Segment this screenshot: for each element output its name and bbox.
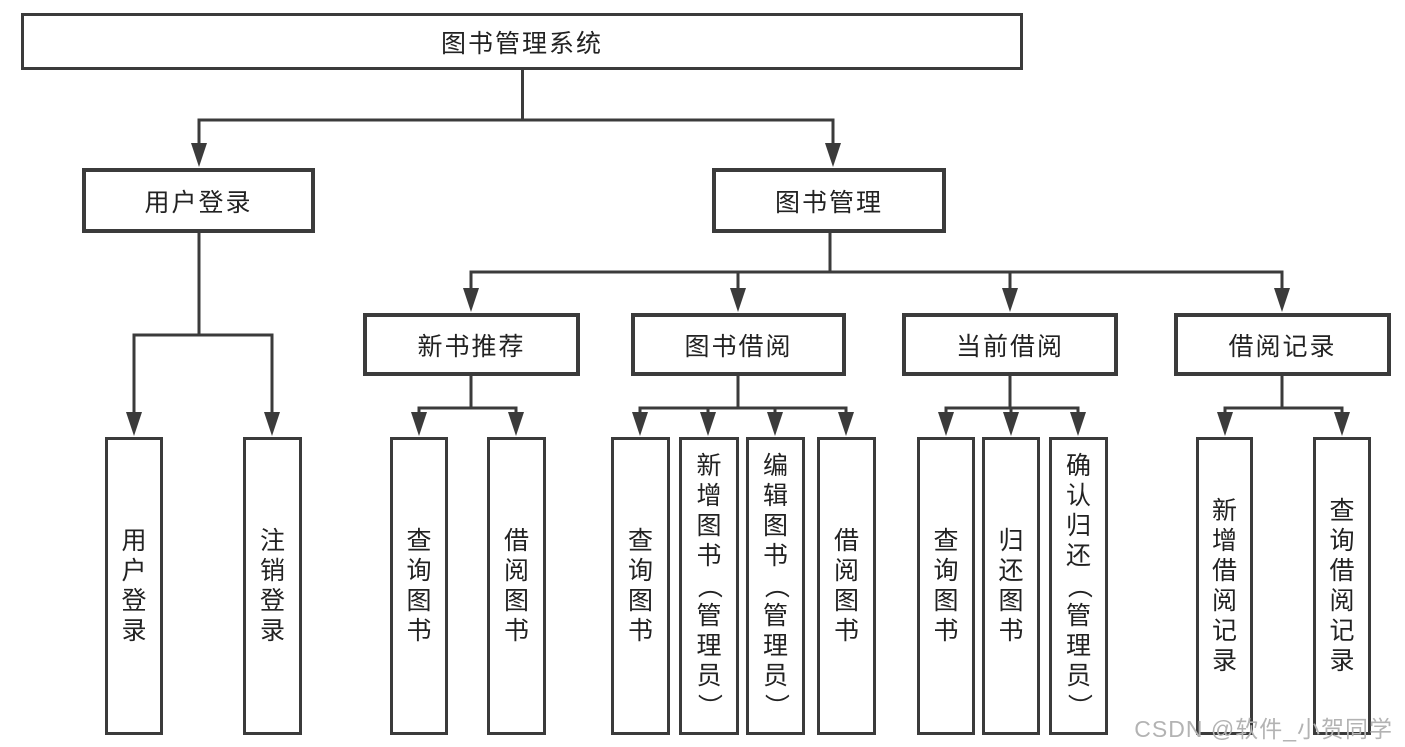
arrowhead-down-icon (838, 412, 854, 436)
node-leaf-query-books-2: 查询图书 (611, 437, 670, 735)
arrowhead-down-icon (938, 412, 954, 436)
node-leaf-add-books-admin: 新增图书（管理员） (679, 437, 739, 735)
arrowhead-down-icon (1334, 412, 1350, 436)
arrowhead-down-icon (463, 288, 479, 312)
arrowhead-down-icon (1217, 412, 1233, 436)
node-label: 图书管理 (774, 188, 883, 217)
node-leaf-borrow-books-1: 借阅图书 (487, 437, 546, 735)
node-label: 编辑图书（管理员） (761, 452, 790, 719)
arrowhead-down-icon (411, 412, 427, 436)
node-leaf-query-borrow-record: 查询借阅记录 (1313, 437, 1371, 735)
node-label: 新增借阅记录 (1211, 497, 1237, 675)
arrowhead-down-icon (191, 143, 207, 167)
node-label: 图书管理系统 (440, 29, 603, 58)
arrowhead-down-icon (1002, 288, 1018, 312)
node-label: 新书推荐 (417, 332, 526, 361)
node-label: 查询图书 (933, 527, 959, 645)
node-label: 借阅图书 (503, 527, 529, 645)
node-leaf-borrow-books-2: 借阅图书 (817, 437, 876, 735)
node-leaf-logout: 注销登录 (243, 437, 302, 735)
connector-user-login-children (126, 231, 280, 436)
arrowhead-down-icon (1003, 412, 1019, 436)
node-book-borrowing: 图书借阅 (631, 313, 846, 376)
node-leaf-user-login: 用户登录 (105, 437, 163, 735)
connector-root-to-level1 (191, 68, 841, 167)
node-label: 借阅图书 (833, 527, 859, 645)
node-label: 查询借阅记录 (1329, 497, 1355, 675)
node-label: 当前借阅 (955, 332, 1064, 361)
node-leaf-edit-books-admin: 编辑图书（管理员） (746, 437, 805, 735)
node-label: 图书借阅 (684, 332, 793, 361)
arrowhead-down-icon (1274, 288, 1290, 312)
node-borrowing-records: 借阅记录 (1174, 313, 1391, 376)
connector-book-borrowing-children (632, 374, 854, 436)
arrowhead-down-icon (700, 412, 716, 436)
arrowhead-down-icon (767, 412, 783, 436)
node-current-borrowing: 当前借阅 (902, 313, 1118, 376)
node-user-login: 用户登录 (82, 168, 315, 233)
node-label: 注销登录 (259, 527, 285, 645)
node-leaf-query-books-1: 查询图书 (390, 437, 448, 735)
node-label: 归还图书 (998, 527, 1024, 645)
node-label: 查询图书 (627, 527, 653, 645)
node-leaf-add-borrow-record: 新增借阅记录 (1196, 437, 1253, 735)
node-book-management: 图书管理 (712, 168, 946, 233)
node-leaf-confirm-return-admin: 确认归还（管理员） (1049, 437, 1108, 735)
node-label: 确认归还（管理员） (1064, 452, 1093, 719)
node-root-library-system: 图书管理系统 (21, 13, 1023, 70)
arrowhead-down-icon (632, 412, 648, 436)
node-label: 新增图书（管理员） (695, 452, 723, 719)
arrowhead-down-icon (126, 412, 142, 436)
arrowhead-down-icon (264, 412, 280, 436)
node-new-book-recommendation: 新书推荐 (363, 313, 580, 376)
arrowhead-down-icon (730, 288, 746, 312)
arrowhead-down-icon (508, 412, 524, 436)
connector-borrowing-records-children (1217, 374, 1350, 436)
arrowhead-down-icon (825, 143, 841, 167)
watermark-text: CSDN @软件_小贺同学 (1134, 716, 1393, 742)
connector-new-book-children (411, 374, 524, 436)
node-leaf-query-books-3: 查询图书 (917, 437, 975, 735)
arrowhead-down-icon (1070, 412, 1086, 436)
connector-book-management-children (463, 231, 1290, 312)
node-leaf-return-books: 归还图书 (982, 437, 1040, 735)
connector-current-borrowing-children (938, 374, 1086, 436)
node-label: 用户登录 (121, 527, 147, 645)
node-label: 查询图书 (406, 527, 432, 645)
node-label: 用户登录 (144, 188, 253, 217)
node-label: 借阅记录 (1228, 332, 1337, 361)
